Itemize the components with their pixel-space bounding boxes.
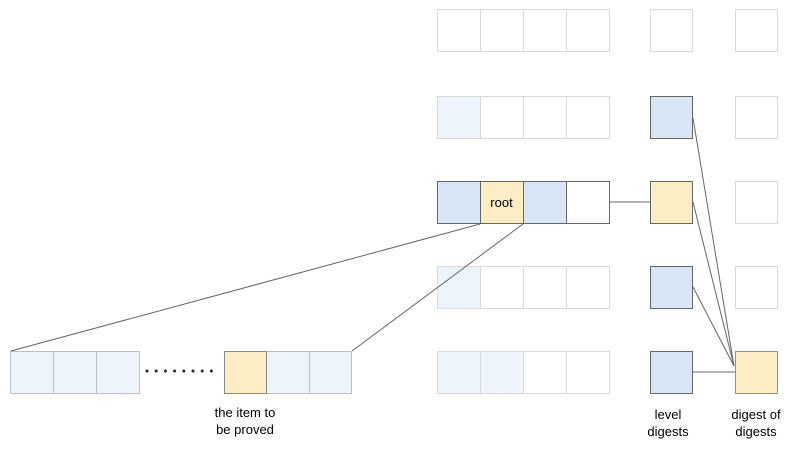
grid-row-1-cell-2 (480, 10, 523, 51)
digest-col-row3 (735, 181, 778, 224)
digest-link-row2 (692, 117, 735, 367)
ellipsis-dot (154, 369, 158, 373)
top-row-square-a (650, 9, 693, 52)
grid-row-4-cell-1 (438, 267, 480, 308)
grid-row-1-cell-3 (523, 10, 566, 51)
leaf-row-left (10, 351, 140, 394)
grid-row-2-cell-1 (438, 97, 480, 138)
digest-col-row2 (735, 96, 778, 139)
item-to-be-proved-label: the item to be proved (214, 405, 276, 437)
ellipsis-dot (173, 369, 177, 373)
root-row-cell-4 (566, 182, 609, 223)
grid-row-2-cell-4 (566, 97, 609, 138)
level-digest-row4 (650, 266, 693, 309)
leaf-row-left-cell-2 (53, 352, 96, 393)
leaf-row-left-cell-3 (96, 352, 139, 393)
ellipsis-dot (145, 369, 149, 373)
grid-row-5 (437, 351, 610, 394)
ellipsis-dot (200, 369, 204, 373)
root-row-cell-1 (438, 182, 480, 223)
root-cell-label: root (490, 195, 513, 210)
digest-link-row4 (692, 286, 735, 367)
ellipsis-dot (191, 369, 195, 373)
level-digest-root (650, 181, 693, 224)
root-row-cell-3 (523, 182, 566, 223)
ellipsis-dot (182, 369, 186, 373)
digest-col-row4 (735, 266, 778, 309)
grid-row-4-cell-4 (566, 267, 609, 308)
digest-of-digests-label: digest of digests (731, 407, 781, 439)
grid-row-5-cell-2 (480, 352, 523, 393)
item-row-cell-3 (308, 352, 351, 393)
grid-row-4 (437, 266, 610, 309)
item-cell (224, 351, 267, 394)
grid-row-2-cell-3 (523, 97, 566, 138)
level-digest-row2 (650, 96, 693, 139)
grid-row-1-cell-1 (438, 10, 480, 51)
root-row-cell-2 (480, 182, 523, 223)
grid-row-5-cell-3 (523, 352, 566, 393)
digest-of-digests-box (735, 351, 778, 394)
grid-row-2 (437, 96, 610, 139)
root-to-leaf-left (10, 223, 481, 352)
grid-row-5-cell-4 (566, 352, 609, 393)
top-row-square-b (735, 9, 778, 52)
grid-row-2-cell-2 (480, 97, 523, 138)
digest-link-row3 (692, 201, 735, 367)
ellipsis-dot (209, 369, 213, 373)
item-row-cell-2 (266, 352, 309, 393)
leaf-row-left-cell-1 (11, 352, 53, 393)
level-digest-row5 (650, 351, 693, 394)
root-row (437, 181, 610, 224)
grid-row-1-cell-4 (566, 10, 609, 51)
grid-row-1 (437, 9, 610, 52)
level-digests-label: level digests (647, 407, 689, 439)
grid-row-4-cell-3 (523, 267, 566, 308)
grid-row-4-cell-2 (480, 267, 523, 308)
ellipsis-dot (163, 369, 167, 373)
grid-row-5-cell-1 (438, 352, 480, 393)
